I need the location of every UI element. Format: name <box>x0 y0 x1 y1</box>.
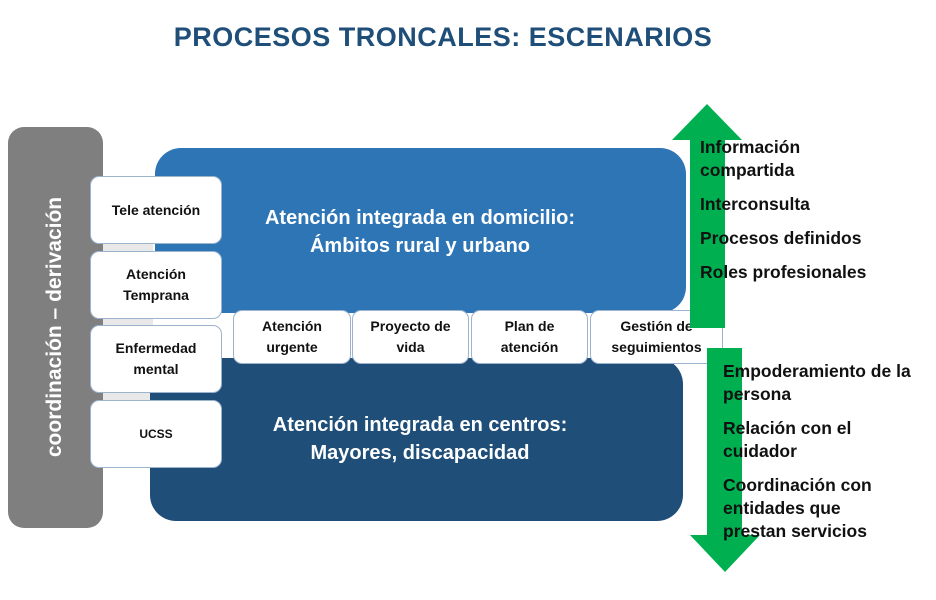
lower-items-list: Empoderamiento de la persona Relación co… <box>723 360 923 554</box>
home-care-line2: Ámbitos rural y urbano <box>309 235 531 257</box>
upper-item: Procesos definidos <box>700 228 862 248</box>
lower-item: Relación con el cuidador <box>723 418 852 461</box>
connector-strip <box>103 393 153 400</box>
lower-item: Coordinación con entidades que prestan s… <box>723 475 872 541</box>
centers-care-line1: Atención integrada en centros: <box>272 414 568 436</box>
page-title: PROCESOS TRONCALES: ESCENARIOS <box>173 22 713 52</box>
home-care-line1: Atención integrada en domicilio: <box>264 207 576 229</box>
upper-item: Interconsulta <box>700 194 810 214</box>
home-care-label: Atención integrada en domicilio: Ámbitos… <box>230 204 610 260</box>
up-arrow-icon <box>672 104 742 328</box>
scenario-box-tele-atencion: Tele atención <box>90 176 222 244</box>
home-care-box <box>155 148 686 313</box>
lower-item: Empoderamiento de la persona <box>723 361 911 404</box>
upper-items-list: Información compartida Interconsulta Pro… <box>700 136 930 295</box>
connector-strip <box>103 318 153 325</box>
upper-item: Información compartida <box>700 137 801 180</box>
connector-strip <box>103 244 153 251</box>
centers-care-line2: Mayores, discapacidad <box>310 442 530 464</box>
coordination-bar <box>8 127 103 528</box>
down-arrow-icon <box>690 348 760 572</box>
centers-care-label: Atención integrada en centros: Mayores, … <box>230 411 610 467</box>
scenario-box-ucss: UCSS <box>90 400 222 468</box>
centers-care-box <box>150 358 683 521</box>
upper-item: Roles profesionales <box>700 262 867 282</box>
